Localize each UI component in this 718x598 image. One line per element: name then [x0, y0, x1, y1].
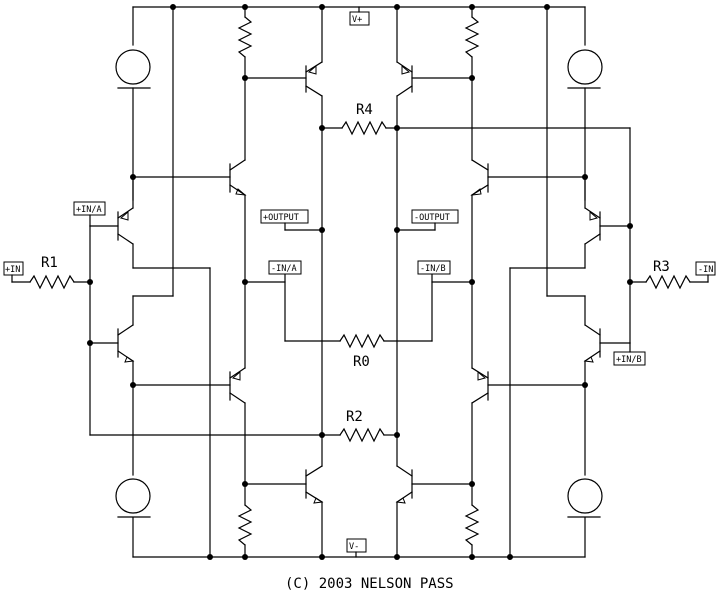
- label-r2: R2: [346, 409, 363, 425]
- transistor-input-upper-left: [89, 176, 211, 558]
- svg-text:-IN/A: -IN/A: [271, 264, 297, 274]
- transistor-output-top-left: [305, 6, 323, 231]
- label-neg-output: -OUTPUT: [396, 209, 459, 231]
- resistor-top-right: [411, 6, 480, 81]
- resistor-r4: [319, 120, 631, 136]
- svg-text:+OUTPUT: +OUTPUT: [263, 213, 299, 223]
- svg-text:-IN/B: -IN/B: [420, 264, 446, 274]
- label-v-minus: V-: [346, 538, 367, 558]
- label-r0: R0: [353, 354, 370, 370]
- label-neg-in: -IN: [695, 261, 716, 283]
- current-source-bottom-right: [567, 384, 603, 518]
- transistor-input-upper-right: [509, 176, 631, 558]
- node: [319, 4, 325, 10]
- resistor-r0: [284, 333, 433, 349]
- label-pos-in-b: +IN/B: [613, 342, 646, 366]
- node: [469, 4, 475, 10]
- label-pos-output: +OUTPUT: [260, 209, 323, 231]
- label-r3: R3: [653, 259, 670, 275]
- resistor-r3: [645, 274, 691, 290]
- transistor-output-top-right: [396, 6, 413, 231]
- svg-text:+IN/A: +IN/A: [76, 205, 102, 215]
- label-neg-in-a: -IN/A: [268, 260, 302, 275]
- node: [242, 554, 248, 560]
- copyright-text: (C) 2003 NELSON PASS: [285, 576, 454, 592]
- svg-text:-OUTPUT: -OUTPUT: [414, 213, 450, 223]
- svg-text:+IN/B: +IN/B: [616, 355, 642, 365]
- resistor-top-left: [237, 6, 307, 81]
- transistor-driver-lower-right: [471, 281, 588, 485]
- node: [469, 554, 475, 560]
- node: [207, 554, 213, 560]
- label-v-plus: V+: [349, 6, 370, 26]
- transistor-input-lower-left: [89, 6, 174, 386]
- resistor-r2: [319, 427, 400, 443]
- resistor-r1: [29, 274, 75, 290]
- right-input-network: [627, 127, 709, 344]
- svg-text:+IN: +IN: [5, 265, 20, 275]
- node: [394, 4, 400, 10]
- resistor-bottom-right: [411, 481, 480, 558]
- transistor-input-lower-right: [546, 6, 631, 386]
- label-r4: R4: [356, 102, 373, 118]
- transistor-driver-upper-left: [130, 77, 247, 283]
- label-pos-in-a: +IN/A: [73, 201, 106, 227]
- node: [507, 554, 513, 560]
- transistor-driver-lower-left: [130, 281, 246, 485]
- label-neg-in-b: -IN/B: [417, 260, 451, 275]
- current-source-bottom-left: [115, 384, 151, 518]
- resistor-bottom-left: [237, 481, 307, 558]
- node: [394, 554, 400, 560]
- label-pos-in: +IN: [3, 261, 24, 283]
- svg-text:V-: V-: [349, 542, 359, 552]
- left-input-network: [11, 225, 341, 436]
- node: [544, 4, 550, 10]
- node: [170, 4, 176, 10]
- transistor-driver-upper-right: [470, 77, 588, 283]
- label-r1: R1: [41, 255, 58, 271]
- node: [242, 4, 248, 10]
- svg-text:V+: V+: [352, 15, 362, 25]
- transistor-output-bottom-left: [305, 229, 324, 558]
- node: [319, 554, 325, 560]
- transistor-output-bottom-right: [395, 229, 413, 558]
- svg-text:-IN: -IN: [698, 265, 713, 275]
